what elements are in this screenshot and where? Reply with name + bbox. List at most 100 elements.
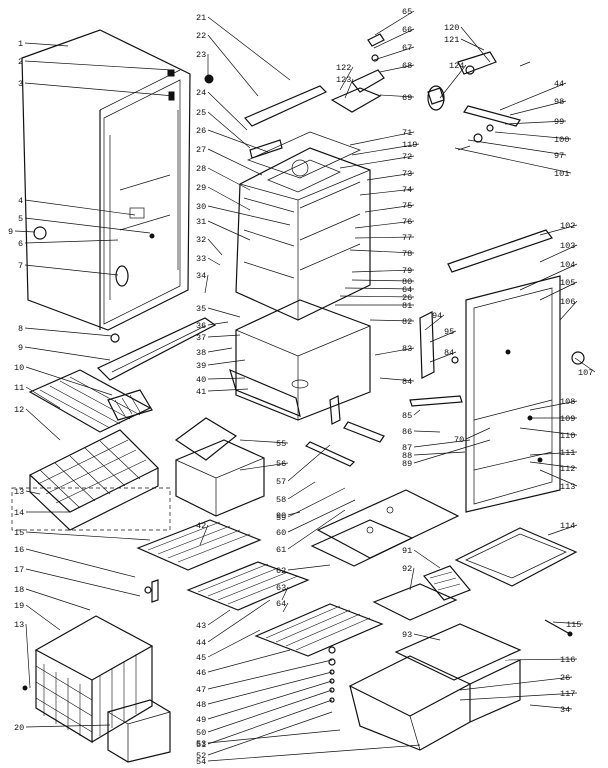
callout-c5: 5 bbox=[18, 214, 23, 224]
callout-c100: 100 bbox=[554, 135, 569, 145]
callout-c63: 63 bbox=[276, 583, 286, 593]
leader-line-c13 bbox=[25, 490, 41, 495]
leader-line-c102 bbox=[539, 224, 578, 236]
leader-line-c86 bbox=[413, 430, 441, 433]
callout-c11: 11 bbox=[14, 383, 24, 393]
leader-line-c42 bbox=[199, 524, 209, 546]
leader-line-c20 bbox=[25, 724, 111, 728]
callout-c114: 114 bbox=[560, 521, 575, 531]
callout-c2: 2 bbox=[18, 57, 23, 67]
callout-c24: 24 bbox=[196, 88, 206, 98]
leader-line-c24 bbox=[207, 91, 248, 131]
callout-c93: 93 bbox=[402, 630, 412, 640]
leader-line-c64 bbox=[282, 602, 289, 613]
leader-line-c104 bbox=[519, 263, 578, 291]
callout-c95: 95 bbox=[444, 327, 454, 337]
ice-tray bbox=[372, 565, 471, 621]
callout-c9: 9 bbox=[8, 227, 13, 237]
callout-c33: 33 bbox=[196, 254, 206, 264]
leader-line-c84 bbox=[379, 377, 415, 382]
callout-c74: 74 bbox=[402, 185, 412, 195]
leader-line-c82 bbox=[369, 319, 415, 322]
callout-c91: 91 bbox=[402, 546, 412, 556]
callout-c13: 13 bbox=[14, 487, 24, 497]
leader-line-c26 bbox=[207, 129, 269, 153]
callout-c49: 49 bbox=[196, 715, 206, 725]
leader-line-c84b bbox=[429, 351, 457, 363]
leader-line-c9 bbox=[14, 230, 36, 233]
callout-c26c: 26 bbox=[560, 673, 570, 683]
callout-c85: 85 bbox=[402, 411, 412, 421]
leader-line-c1 bbox=[24, 42, 69, 47]
callout-c99: 99 bbox=[554, 117, 564, 127]
leader-line-c55 bbox=[239, 439, 289, 444]
callout-c68: 68 bbox=[402, 61, 412, 71]
base-grille bbox=[96, 317, 217, 381]
callout-c38: 38 bbox=[196, 348, 206, 358]
callout-c21: 21 bbox=[196, 13, 206, 23]
leader-line-c76 bbox=[354, 220, 415, 229]
leader-line-c30 bbox=[207, 205, 291, 226]
air-duct-parts bbox=[204, 33, 385, 159]
leader-line-c35 bbox=[207, 307, 241, 318]
callout-c26: 26 bbox=[196, 126, 206, 136]
callout-c112: 112 bbox=[560, 464, 575, 474]
callout-c9b: 9 bbox=[18, 343, 23, 353]
leader-line-c100 bbox=[494, 131, 572, 140]
callout-c8: 8 bbox=[18, 324, 23, 334]
callout-c19: 19 bbox=[14, 601, 24, 611]
leader-line-c25 bbox=[207, 111, 251, 149]
callout-c31: 31 bbox=[196, 217, 206, 227]
callout-c26b: 26 bbox=[402, 293, 412, 303]
callout-c45: 45 bbox=[196, 653, 206, 663]
leader-line-c8 bbox=[24, 327, 113, 337]
leader-line-c56 bbox=[239, 462, 289, 471]
wire-basket-lower bbox=[34, 615, 154, 744]
cord bbox=[544, 619, 573, 637]
leader-line-c114 bbox=[547, 524, 578, 536]
callout-c25: 25 bbox=[196, 108, 206, 118]
callout-c34b: 34 bbox=[560, 705, 570, 715]
leader-line-c64b bbox=[344, 287, 415, 290]
shelf-supports bbox=[144, 579, 159, 603]
leader-line-c112 bbox=[529, 461, 578, 469]
callout-c108: 108 bbox=[560, 397, 575, 407]
callout-c117: 117 bbox=[560, 689, 575, 699]
leader-line-c95 bbox=[429, 330, 457, 343]
callout-c116: 116 bbox=[560, 655, 575, 665]
leader-line-c94 bbox=[424, 314, 445, 331]
leader-line-c93 bbox=[413, 633, 441, 641]
callout-c27: 27 bbox=[196, 145, 206, 155]
callout-c79: 79 bbox=[402, 266, 412, 276]
leader-line-c26b bbox=[339, 295, 415, 298]
leader-line-c5 bbox=[24, 217, 151, 234]
callout-c89: 89 bbox=[402, 459, 412, 469]
leader-line-c124 bbox=[439, 64, 467, 99]
leader-line-c32 bbox=[207, 238, 223, 256]
leader-line-c108 bbox=[529, 400, 578, 411]
callout-c28: 28 bbox=[196, 164, 206, 174]
leader-line-c66 bbox=[373, 28, 415, 49]
callout-c76: 76 bbox=[402, 217, 412, 227]
callout-c17: 17 bbox=[14, 565, 24, 575]
leader-line-c75 bbox=[364, 204, 415, 213]
callout-c57: 57 bbox=[276, 477, 286, 487]
callout-c20: 20 bbox=[14, 723, 24, 733]
callout-c71: 71 bbox=[402, 128, 412, 138]
callout-c44b: 44 bbox=[554, 79, 564, 89]
callout-c98: 98 bbox=[554, 97, 564, 107]
callout-c7: 7 bbox=[18, 261, 23, 271]
callout-c101: 101 bbox=[554, 169, 569, 179]
callout-c111: 111 bbox=[560, 448, 575, 458]
callout-c37: 37 bbox=[196, 333, 206, 343]
leader-line-c110 bbox=[519, 427, 578, 436]
leader-line-c90 bbox=[287, 511, 301, 516]
callout-c10: 10 bbox=[14, 363, 24, 373]
callout-c55: 55 bbox=[276, 439, 286, 449]
leader-line-c19 bbox=[25, 604, 61, 631]
callout-c23: 23 bbox=[196, 50, 206, 60]
callout-c16: 16 bbox=[14, 545, 24, 555]
drawer-frame bbox=[229, 299, 371, 421]
callout-c75: 75 bbox=[402, 201, 412, 211]
